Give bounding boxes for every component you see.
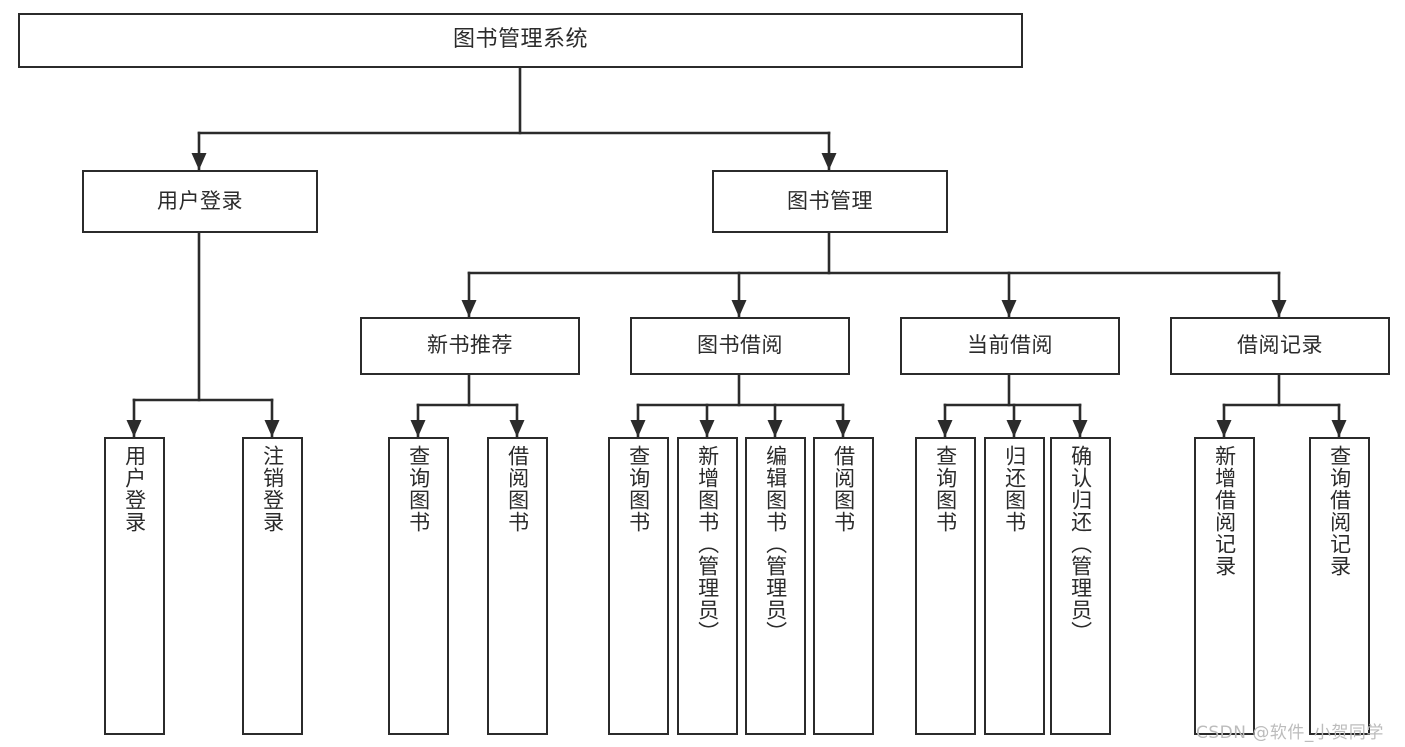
arrow-head-icon <box>1072 420 1088 437</box>
node-leaf-borrow-book[interactable]: 借阅图书 <box>813 437 874 735</box>
node-label-leaf-query-book-recommend: 查询图书 <box>406 445 431 533</box>
node-label-leaf-query-borrow-record: 查询借阅记录 <box>1327 445 1352 577</box>
node-label-leaf-logout-login: 注销登录 <box>260 445 285 533</box>
node-label-leaf-return-book: 归还图书 <box>1002 445 1027 533</box>
arrow-head-icon <box>1006 420 1022 437</box>
arrow-head-icon <box>191 153 207 170</box>
node-book-management[interactable]: 图书管理 <box>712 170 948 233</box>
node-user-login[interactable]: 用户登录 <box>82 170 318 233</box>
arrow-head-icon <box>461 300 477 317</box>
node-leaf-edit-book-admin[interactable]: 编辑图书（管理员） <box>745 437 806 735</box>
arrow-head-icon <box>509 420 525 437</box>
node-leaf-query-book-recommend[interactable]: 查询图书 <box>388 437 449 735</box>
node-label-leaf-add-borrow-record: 新增借阅记录 <box>1212 445 1237 577</box>
arrow-head-icon <box>731 300 747 317</box>
node-label-leaf-borrow-book-recommend: 借阅图书 <box>505 445 530 533</box>
node-current-borrow[interactable]: 当前借阅 <box>900 317 1120 375</box>
node-borrow-record[interactable]: 借阅记录 <box>1170 317 1390 375</box>
arrow-head-icon <box>1216 420 1232 437</box>
node-leaf-query-book-borrow[interactable]: 查询图书 <box>608 437 669 735</box>
arrow-head-icon <box>1331 420 1347 437</box>
arrow-head-icon <box>264 420 280 437</box>
node-label-leaf-edit-book-admin: 编辑图书（管理员） <box>763 445 788 643</box>
node-book-borrow[interactable]: 图书借阅 <box>630 317 850 375</box>
arrow-head-icon <box>1271 300 1287 317</box>
node-root[interactable]: 图书管理系统 <box>18 13 1023 68</box>
node-leaf-logout-login[interactable]: 注销登录 <box>242 437 303 735</box>
node-leaf-add-book-admin[interactable]: 新增图书（管理员） <box>677 437 738 735</box>
watermark-label: CSDN @软件_小贺同学 <box>1196 723 1384 743</box>
node-label-root: 图书管理系统 <box>452 27 588 53</box>
node-leaf-query-book-current[interactable]: 查询图书 <box>915 437 976 735</box>
node-leaf-add-borrow-record[interactable]: 新增借阅记录 <box>1194 437 1255 735</box>
node-label-leaf-confirm-return-admin: 确认归还（管理员） <box>1068 445 1093 643</box>
arrow-head-icon <box>699 420 715 437</box>
node-label-user-login: 用户登录 <box>157 188 243 213</box>
arrow-head-icon <box>126 420 142 437</box>
node-label-book-management: 图书管理 <box>787 188 873 213</box>
arrow-head-icon <box>821 153 837 170</box>
node-new-book-recommend[interactable]: 新书推荐 <box>360 317 580 375</box>
arrow-head-icon <box>630 420 646 437</box>
arrow-head-icon <box>835 420 851 437</box>
arrow-head-icon <box>1001 300 1017 317</box>
node-leaf-confirm-return-admin[interactable]: 确认归还（管理员） <box>1050 437 1111 735</box>
arrow-head-icon <box>937 420 953 437</box>
node-label-leaf-borrow-book: 借阅图书 <box>831 445 856 533</box>
node-leaf-user-login[interactable]: 用户登录 <box>104 437 165 735</box>
node-leaf-return-book[interactable]: 归还图书 <box>984 437 1045 735</box>
node-label-leaf-add-book-admin: 新增图书（管理员） <box>695 445 720 643</box>
node-label-new-book-recommend: 新书推荐 <box>427 333 513 358</box>
node-leaf-query-borrow-record[interactable]: 查询借阅记录 <box>1309 437 1370 735</box>
node-label-leaf-query-book-borrow: 查询图书 <box>626 445 651 533</box>
arrow-head-icon <box>767 420 783 437</box>
node-label-leaf-user-login: 用户登录 <box>122 445 147 533</box>
node-leaf-borrow-book-recommend[interactable]: 借阅图书 <box>487 437 548 735</box>
arrow-head-icon <box>410 420 426 437</box>
node-label-book-borrow: 图书借阅 <box>697 333 783 358</box>
node-label-leaf-query-book-current: 查询图书 <box>933 445 958 533</box>
node-label-current-borrow: 当前借阅 <box>967 333 1053 358</box>
node-label-borrow-record: 借阅记录 <box>1237 333 1323 358</box>
